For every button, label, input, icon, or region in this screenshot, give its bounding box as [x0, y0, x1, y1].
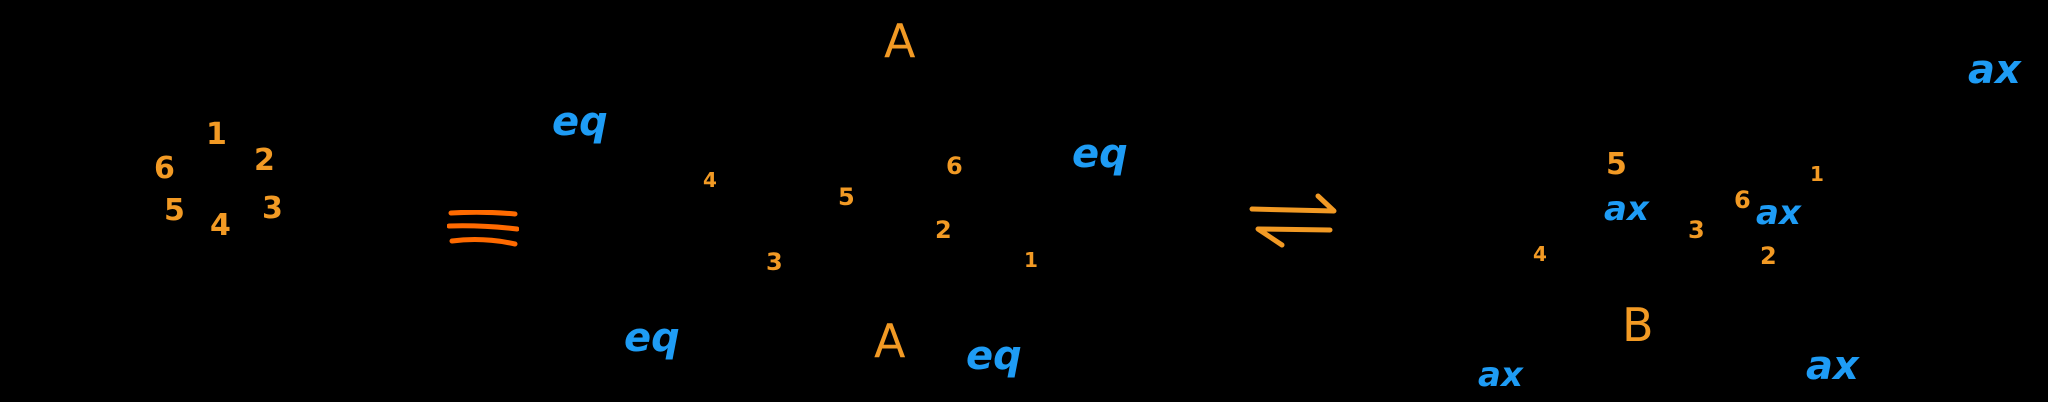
chair-b-position-6: 6	[1734, 186, 1751, 214]
chair-b-position-5: 5	[1606, 147, 1627, 182]
chair-a-position-6: 6	[946, 152, 963, 180]
chair-b-label: B	[1622, 298, 1654, 352]
equatorial-label: eq	[966, 333, 1022, 379]
chair-a-position-5: 5	[838, 183, 855, 211]
axial-label: ax	[1756, 193, 1801, 233]
hex-position-4: 4	[210, 208, 231, 243]
axial-label-a-bottom: A	[874, 314, 906, 368]
equatorial-label: eq	[552, 99, 608, 145]
chair-a-position-4: 4	[703, 168, 717, 192]
chair-b-position-1: 1	[1810, 162, 1824, 186]
hex-position-3: 3	[262, 191, 283, 226]
hex-position-1: 1	[206, 117, 227, 152]
chair-b-position-2: 2	[1760, 242, 1777, 270]
chair-a-position-1: 1	[1024, 248, 1038, 272]
equilibrium-arrows-icon	[1248, 192, 1340, 254]
hex-position-6: 6	[154, 151, 175, 186]
chair-b-position-3: 3	[1688, 216, 1705, 244]
axial-label: ax	[1806, 343, 1859, 389]
axial-label-a-top: A	[884, 14, 916, 68]
equivalence-icon	[446, 209, 520, 250]
equatorial-label: eq	[624, 315, 680, 361]
hex-position-2: 2	[254, 143, 275, 178]
chair-b-position-4: 4	[1533, 242, 1547, 266]
axial-label: ax	[1478, 355, 1523, 395]
axial-label: ax	[1968, 47, 2021, 93]
chair-a-position-3: 3	[766, 248, 783, 276]
equatorial-label: eq	[1072, 131, 1128, 177]
axial-label: ax	[1604, 189, 1649, 229]
chair-a-position-2: 2	[935, 216, 952, 244]
hex-position-5: 5	[164, 193, 185, 228]
